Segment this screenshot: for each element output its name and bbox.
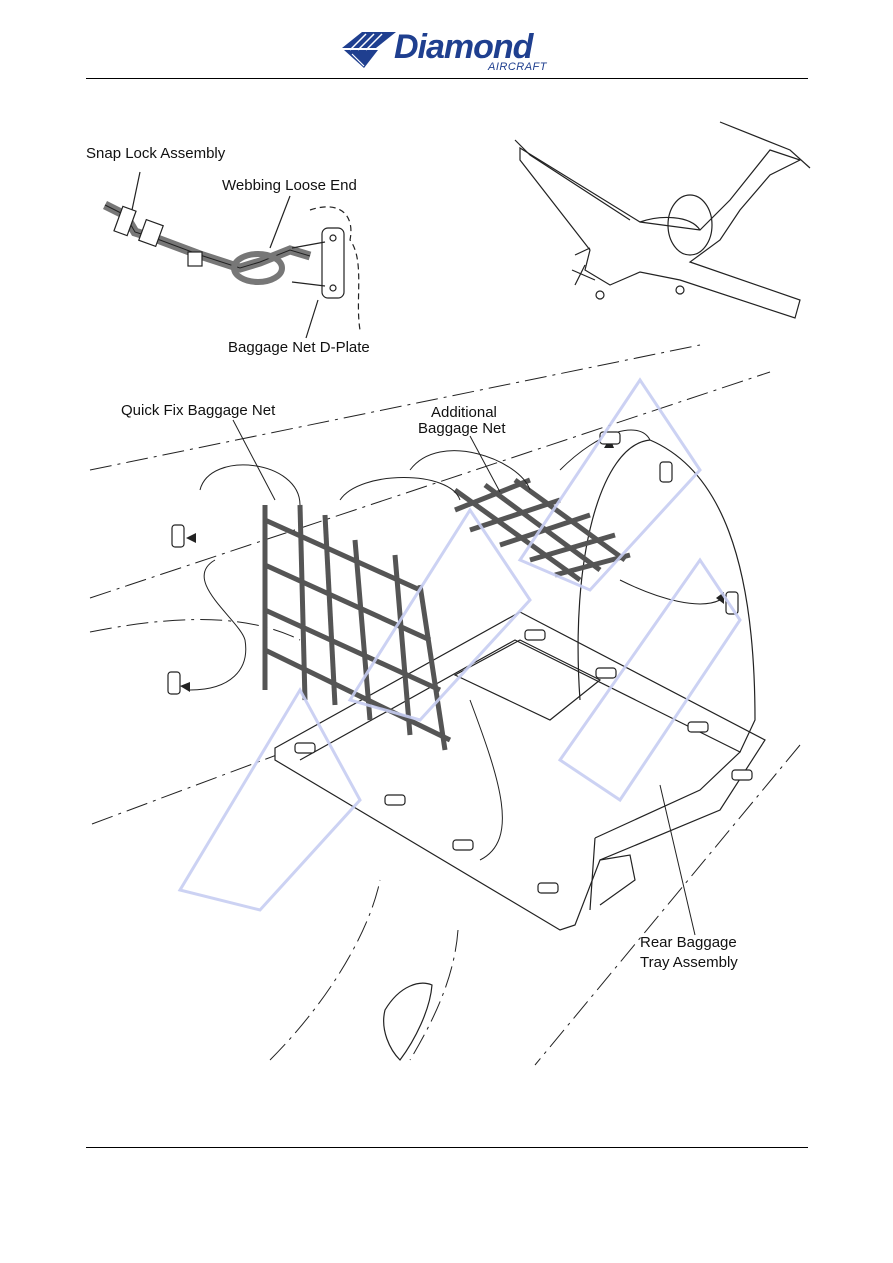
header-rule xyxy=(86,78,808,79)
label-quick-fix-baggage-net: Quick Fix Baggage Net xyxy=(121,402,276,419)
footer-rule xyxy=(86,1147,808,1148)
label-additional-net-line2: Baggage Net xyxy=(418,420,506,437)
watermark xyxy=(177,377,742,912)
label-rear-tray-line2: Tray Assembly xyxy=(640,954,738,971)
snap-lock-detail xyxy=(102,171,361,339)
label-additional-net-line1: Additional xyxy=(431,404,497,421)
aircraft-drawing xyxy=(514,121,811,319)
diamond-logo-mark-icon xyxy=(342,32,396,68)
additional-net-grid xyxy=(453,477,631,583)
quick-fix-net-grid xyxy=(262,504,452,751)
logo-subtitle: AIRCRAFT xyxy=(488,61,547,73)
label-snap-lock-assembly: Snap Lock Assembly xyxy=(86,145,226,162)
logo-wordmark: Diamond xyxy=(394,28,533,66)
label-baggage-net-d-plate: Baggage Net D-Plate xyxy=(228,339,370,356)
diamond-logo: Diamond AIRCRAFT xyxy=(338,28,558,78)
label-webbing-loose-end: Webbing Loose End xyxy=(222,177,357,194)
label-rear-tray-line1: Rear Baggage xyxy=(640,934,737,951)
